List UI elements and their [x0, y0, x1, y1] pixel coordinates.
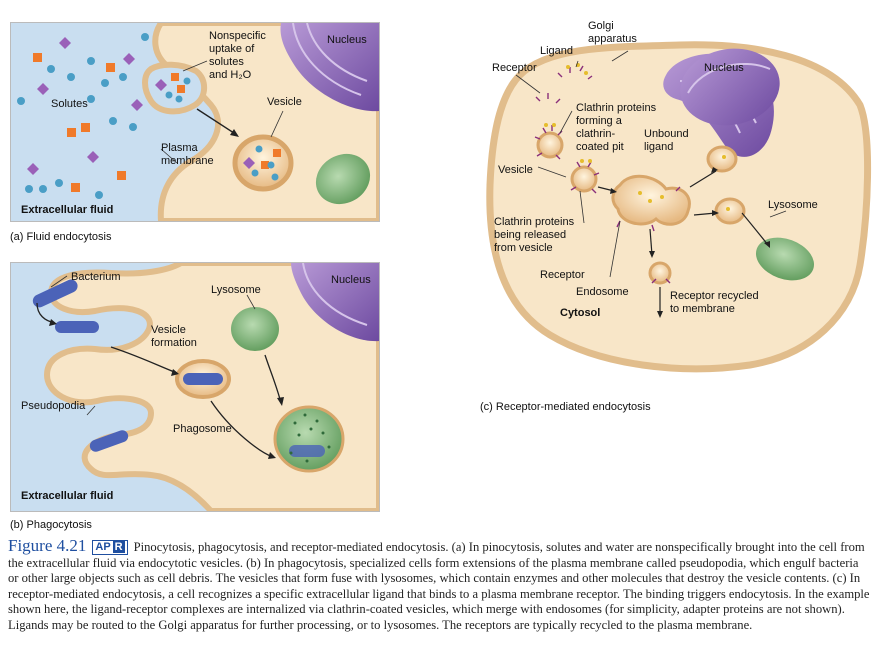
label-endosome: Endosome	[576, 286, 629, 298]
engulfed-bacterium	[55, 321, 99, 333]
label-clathrin-pit-1: Clathrin proteins	[576, 102, 657, 114]
figure-caption-text: Pinocytosis, phagocytosis, and receptor-…	[8, 540, 870, 632]
label-clathrin-pit-4: coated pit	[576, 141, 624, 153]
panel-fluid-endocytosis: Nonspecific uptake of solutes and H₂O Nu…	[10, 22, 380, 222]
label-vesicle: Vesicle	[267, 96, 302, 108]
panel-phagocytosis: Bacterium Lysosome Nucleus Vesicle forma…	[10, 262, 380, 512]
vesicle-bacterium	[183, 373, 223, 385]
figure-number: Figure 4.21	[8, 536, 87, 555]
label-receptor-mid: Receptor	[540, 269, 585, 281]
label-nonspecific-4: and H₂O	[209, 69, 252, 81]
label-golgi-2: apparatus	[588, 33, 637, 45]
label-unbound-ligand-1: Unbound	[644, 128, 689, 140]
apr-badge-text: AP	[95, 541, 111, 553]
label-nonspecific-3: solutes	[209, 56, 244, 68]
label-extracellular-fluid-b: Extracellular fluid	[21, 490, 113, 502]
label-nucleus-c: Nucleus	[704, 62, 744, 74]
label-unbound-ligand-2: ligand	[644, 141, 673, 153]
label-solutes: Solutes	[51, 98, 88, 110]
apr-badge-r: R	[112, 541, 125, 553]
label-nucleus: Nucleus	[327, 34, 367, 46]
label-ligand: Ligand	[540, 45, 573, 57]
label-golgi-1: Golgi	[588, 20, 614, 32]
lysosome-shape-b	[231, 307, 279, 351]
label-lysosome-c: Lysosome	[768, 199, 818, 211]
label-plasma-membrane-2: membrane	[161, 155, 214, 167]
label-vesicle-c: Vesicle	[498, 164, 533, 176]
label-receptor-recycled-1: Receptor recycled	[670, 290, 759, 302]
label-phagosome: Phagosome	[173, 423, 232, 435]
lysosome-shape	[315, 153, 371, 205]
pseudopodia-bacterium	[89, 430, 129, 452]
label-vesicle-formation-1: Vesicle	[151, 324, 186, 336]
label-lysosome-b: Lysosome	[211, 284, 261, 296]
lysosome-shape-c	[755, 237, 815, 281]
fluid-endocytosis-diagram: Nonspecific uptake of solutes and H₂O Nu…	[11, 23, 379, 221]
label-plasma-membrane-1: Plasma	[161, 142, 199, 154]
phagocytosis-diagram: Bacterium Lysosome Nucleus Vesicle forma…	[11, 263, 379, 511]
caption-panel-c: (c) Receptor-mediated endocytosis	[480, 401, 651, 413]
receptor-mediated-diagram: Golgi apparatus Ligand Receptor Nucleus …	[486, 20, 872, 373]
label-receptor-recycled-2: to membrane	[670, 303, 735, 315]
phagosome-shape	[273, 405, 345, 473]
label-clathrin-pit-3: clathrin-	[576, 128, 615, 140]
solutes-group	[17, 33, 281, 199]
label-extracellular-fluid: Extracellular fluid	[21, 204, 113, 216]
label-nonspecific-2: uptake of	[209, 43, 255, 55]
label-clathrin-pit-2: forming a	[576, 115, 623, 127]
label-clathrin-release-1: Clathrin proteins	[494, 216, 575, 228]
label-nucleus-b: Nucleus	[331, 274, 371, 286]
nucleus-shape-c	[680, 48, 780, 126]
label-pseudopodia: Pseudopodia	[21, 400, 86, 412]
panel-receptor-mediated: Golgi apparatus Ligand Receptor Nucleus …	[480, 15, 872, 395]
label-clathrin-release-2: being released	[494, 229, 566, 241]
membrane-invagination	[142, 61, 208, 115]
label-bacterium: Bacterium	[71, 271, 121, 283]
caption-panel-b: (b) Phagocytosis	[10, 519, 92, 531]
label-receptor-top: Receptor	[492, 62, 537, 74]
nucleus-shape	[280, 23, 379, 112]
label-nonspecific-1: Nonspecific	[209, 30, 266, 42]
label-vesicle-formation-2: formation	[151, 337, 197, 349]
label-cytosol: Cytosol	[560, 307, 600, 319]
caption-panel-a: (a) Fluid endocytosis	[10, 231, 112, 243]
bacterium-shape	[32, 279, 78, 308]
label-clathrin-release-3: from vesicle	[494, 242, 553, 254]
